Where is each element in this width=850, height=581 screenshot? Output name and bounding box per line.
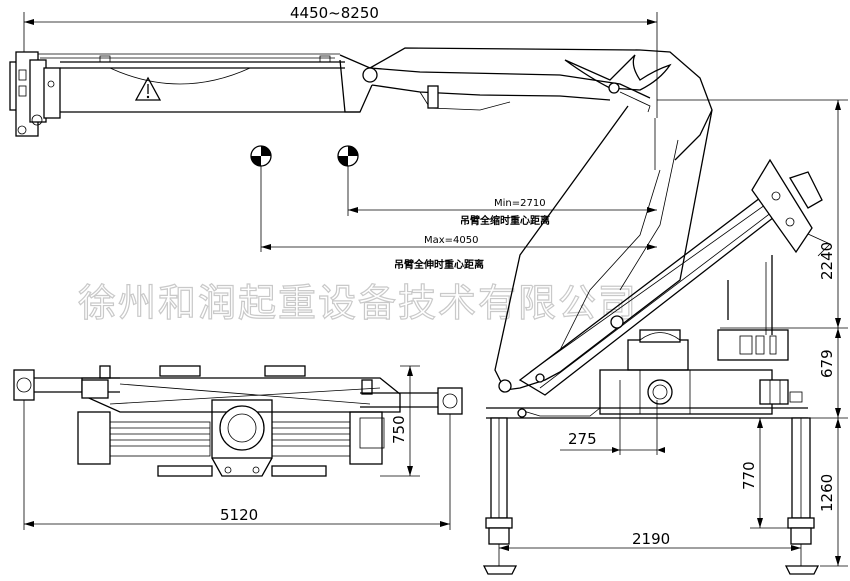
top-view xyxy=(13,365,463,477)
outrigger-legs xyxy=(482,417,820,575)
cog-min-value: Min=2710 xyxy=(494,198,546,209)
base-width-label: 2190 xyxy=(632,530,670,548)
base-width-dimension: 2190 xyxy=(499,530,801,551)
side-view-boom xyxy=(9,47,713,161)
right-vertical-dimensions: 2240 679 1260 770 xyxy=(657,99,848,567)
cog-max-value: Max=4050 xyxy=(424,235,479,246)
column-offset-dimension: 275 xyxy=(560,380,665,455)
cog-symbol-max xyxy=(250,145,272,252)
cog-max-caption: 吊臂全伸时重心距离 xyxy=(394,258,484,271)
column-offset-label: 275 xyxy=(568,430,597,448)
cog-symbol-min xyxy=(337,145,359,216)
side-view-column xyxy=(486,105,831,419)
company-watermark: 徐州和润起重设备技术有限公司 xyxy=(78,281,638,325)
top-view-length-label: 5120 xyxy=(220,506,258,524)
top-view-height-dimension: 750 xyxy=(380,365,420,477)
base-height-label: 679 xyxy=(818,349,836,378)
cog-min-caption: 吊臂全缩时重心距离 xyxy=(460,214,550,227)
boom-reach-dimension: 4450~8250 xyxy=(23,4,658,118)
boom-reach-label: 4450~8250 xyxy=(290,4,379,22)
total-height-label: 2240 xyxy=(818,242,836,280)
center-of-gravity-group: Min=2710 吊臂全缩时重心距离 Max=4050 吊臂全伸时重心距离 xyxy=(250,145,657,271)
top-view-length-dimension: 5120 xyxy=(23,400,451,530)
top-view-height-label: 750 xyxy=(390,415,408,444)
outrigger-height-label: 770 xyxy=(740,461,758,490)
leg-height-label: 1260 xyxy=(818,474,836,512)
